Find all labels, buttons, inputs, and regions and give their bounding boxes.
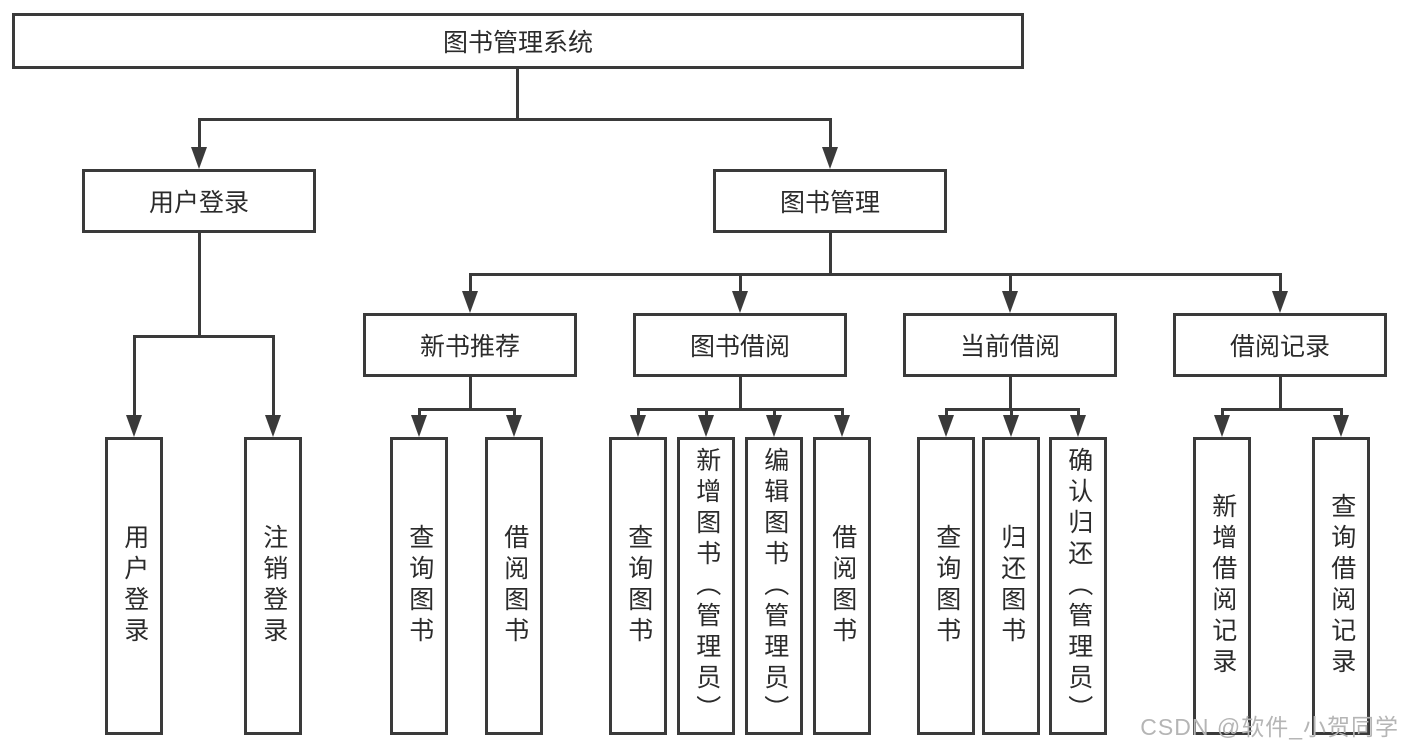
arrow-down-icon (834, 415, 850, 437)
connector-line (1009, 273, 1012, 294)
connector-line (469, 377, 472, 410)
leaf-nb-borrow-books: 借阅图书 (485, 437, 543, 735)
connector-line (1077, 408, 1080, 420)
leaf-bb-edit-books-admin-label: 编辑图书（管理员） (760, 446, 789, 726)
leaf-cb-confirm-return-admin: 确认归还（管理员） (1049, 437, 1107, 735)
node-root: 图书管理系统 (12, 13, 1024, 69)
arrow-down-icon (265, 415, 281, 437)
leaf-nb-query-books: 查询图书 (390, 437, 448, 735)
leaf-br-add-record: 新增借阅记录 (1193, 437, 1251, 735)
arrow-down-icon (506, 415, 522, 437)
arrow-down-icon (766, 415, 782, 437)
connector-line (945, 408, 948, 420)
connector-line (513, 408, 516, 420)
connector-line (418, 408, 516, 411)
connector-line (133, 335, 274, 338)
leaf-bb-borrow-books: 借阅图书 (813, 437, 871, 735)
node-borrowing-records: 借阅记录 (1173, 313, 1387, 377)
leaf-nb-borrow-books-label: 借阅图书 (500, 524, 529, 648)
node-current-borrowing-label: 当前借阅 (959, 333, 1060, 361)
leaf-br-add-record-label: 新增借阅记录 (1208, 493, 1237, 679)
connector-line (829, 118, 832, 150)
connector-line (198, 118, 832, 121)
connector-line (637, 408, 843, 411)
node-borrowing-records-label: 借阅记录 (1229, 333, 1330, 361)
node-book-management: 图书管理 (713, 169, 947, 233)
leaf-cb-query-books: 查询图书 (917, 437, 975, 735)
connector-line (637, 408, 640, 420)
leaf-bb-query-books-label: 查询图书 (624, 524, 653, 648)
connector-line (469, 273, 472, 294)
node-user-login-label: 用户登录 (148, 189, 249, 217)
connector-line (1009, 377, 1012, 410)
connector-line (829, 233, 832, 275)
connector-line (739, 273, 742, 294)
connector-line (198, 233, 201, 337)
arrow-down-icon (1272, 291, 1288, 313)
arrow-down-icon (462, 291, 478, 313)
connector-line (841, 408, 844, 420)
leaf-logout-label: 注销登录 (259, 524, 288, 648)
node-book-borrowing: 图书借阅 (633, 313, 847, 377)
arrow-down-icon (1333, 415, 1349, 437)
leaf-user-login: 用户登录 (105, 437, 163, 735)
connector-line (133, 335, 136, 420)
leaf-bb-edit-books-admin: 编辑图书（管理员） (745, 437, 803, 735)
leaf-bb-query-books: 查询图书 (609, 437, 667, 735)
node-root-label: 图书管理系统 (442, 29, 593, 57)
arrow-down-icon (1003, 415, 1019, 437)
arrow-down-icon (191, 147, 207, 169)
node-new-book-recommend: 新书推荐 (363, 313, 577, 377)
arrow-down-icon (732, 291, 748, 313)
node-new-book-recommend-label: 新书推荐 (419, 333, 520, 361)
connector-line (418, 408, 421, 420)
leaf-bb-borrow-books-label: 借阅图书 (828, 524, 857, 648)
arrow-down-icon (630, 415, 646, 437)
connector-line (1279, 273, 1282, 294)
leaf-logout: 注销登录 (244, 437, 302, 735)
connector-line (1010, 408, 1013, 420)
node-user-login: 用户登录 (82, 169, 316, 233)
connector-line (1221, 408, 1224, 420)
node-current-borrowing: 当前借阅 (903, 313, 1117, 377)
connector-line (1221, 408, 1342, 411)
arrow-down-icon (822, 147, 838, 169)
connector-line (272, 335, 275, 420)
arrow-down-icon (698, 415, 714, 437)
leaf-cb-return-books: 归还图书 (982, 437, 1040, 735)
leaf-cb-query-books-label: 查询图书 (932, 524, 961, 648)
leaf-br-query-record-label: 查询借阅记录 (1327, 493, 1356, 679)
leaf-cb-return-books-label: 归还图书 (997, 524, 1026, 648)
arrow-down-icon (126, 415, 142, 437)
arrow-down-icon (1070, 415, 1086, 437)
node-book-borrowing-label: 图书借阅 (689, 333, 790, 361)
leaf-br-query-record: 查询借阅记录 (1312, 437, 1370, 735)
leaf-bb-add-books-admin-label: 新增图书（管理员） (692, 446, 721, 726)
arrow-down-icon (411, 415, 427, 437)
watermark-text: CSDN @软件_小贺同学 (1140, 714, 1399, 740)
arrow-down-icon (938, 415, 954, 437)
connector-line (198, 118, 201, 150)
leaf-bb-add-books-admin: 新增图书（管理员） (677, 437, 735, 735)
connector-line (773, 408, 776, 420)
leaf-user-login-label: 用户登录 (120, 524, 149, 648)
leaf-cb-confirm-return-admin-label: 确认归还（管理员） (1064, 446, 1093, 726)
connector-line (469, 273, 1282, 276)
connector-line (1279, 377, 1282, 410)
leaf-nb-query-books-label: 查询图书 (405, 524, 434, 648)
connector-line (516, 69, 519, 121)
connector-line (1340, 408, 1343, 420)
node-book-management-label: 图书管理 (779, 189, 880, 217)
arrow-down-icon (1214, 415, 1230, 437)
connector-line (705, 408, 708, 420)
connector-line (739, 377, 742, 410)
arrow-down-icon (1002, 291, 1018, 313)
